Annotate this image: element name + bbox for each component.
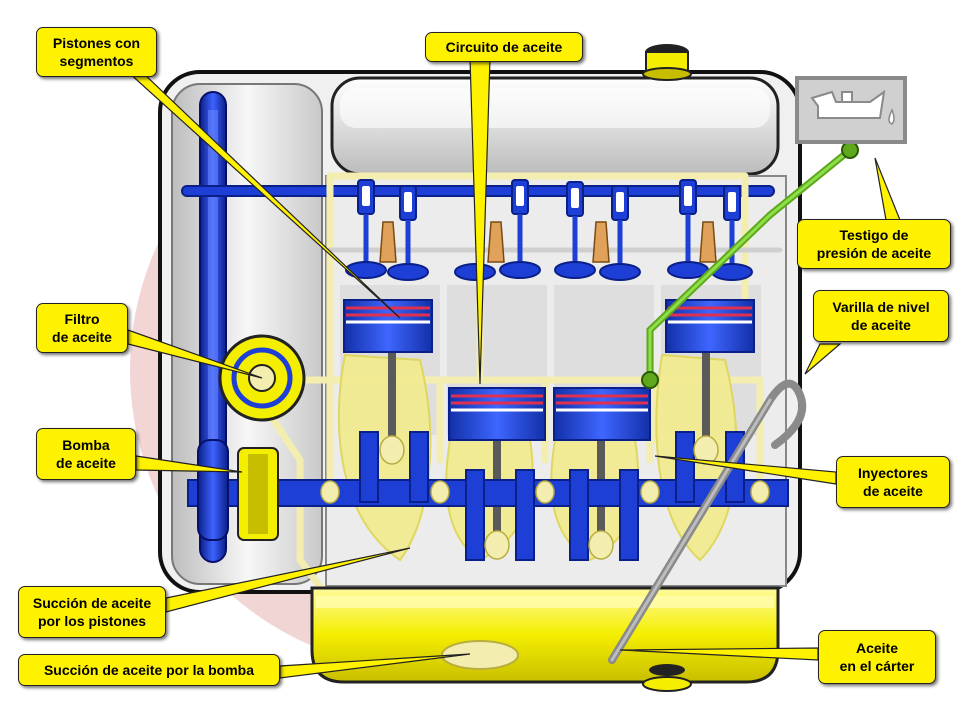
pistons bbox=[343, 299, 755, 441]
callout-pistones-con-segmentos: Pistones con segmentos bbox=[36, 27, 157, 77]
callout-succion-por-bomba: Succión de aceite por la bomba bbox=[18, 654, 280, 686]
oil-pressure-warning-icon bbox=[795, 76, 907, 144]
pressure-sensor-line bbox=[641, 141, 859, 389]
callout-testigo-presion: Testigo de presión de aceite bbox=[797, 219, 951, 269]
callout-inyectores-de-aceite: Inyectores de aceite bbox=[836, 456, 950, 508]
callout-bomba-de-aceite: Bomba de aceite bbox=[36, 428, 136, 480]
oil-filler-cap bbox=[642, 44, 692, 81]
callout-aceite-en-el-carter: Aceite en el cárter bbox=[818, 630, 936, 684]
callout-leaders bbox=[126, 57, 901, 679]
callout-filtro-de-aceite: Filtro de aceite bbox=[36, 303, 128, 353]
valve-train bbox=[345, 179, 753, 281]
oil-sump bbox=[310, 586, 780, 692]
callout-succion-por-pistones: Succión de aceite por los pistones bbox=[18, 586, 166, 638]
callout-circuito-de-aceite: Circuito de aceite bbox=[425, 32, 583, 62]
dipstick bbox=[608, 379, 807, 664]
callout-varilla-de-nivel: Varilla de nivel de aceite bbox=[813, 290, 949, 342]
oil-pump bbox=[197, 439, 279, 541]
